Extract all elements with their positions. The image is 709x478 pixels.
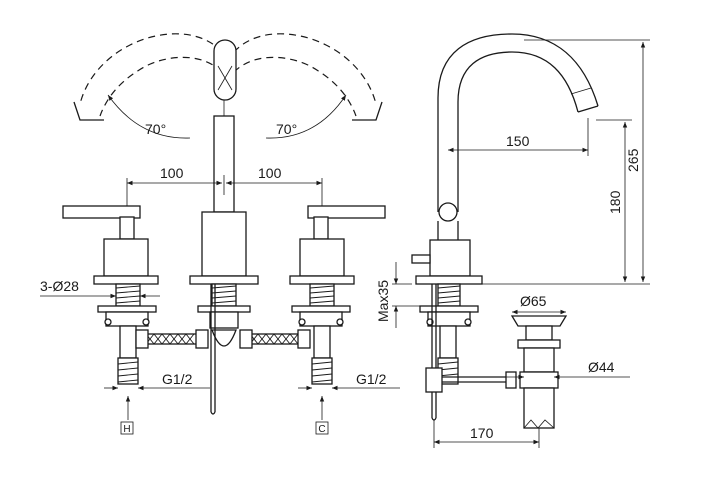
- hot-marker: H: [123, 424, 130, 435]
- hot-marker-box: [120, 421, 134, 435]
- swivel-arc-right: [233, 33, 383, 121]
- popup-rod: [425, 284, 512, 421]
- rod-length-dimension: [433, 420, 540, 448]
- height-dimensions: [482, 39, 650, 285]
- max-deck-thickness-label: Max35: [375, 280, 391, 322]
- spout-reach-label: 150: [506, 133, 530, 149]
- connecting-hose-right: [239, 329, 311, 349]
- cold-marker: C: [318, 424, 325, 435]
- side-view: 150 265 180 Max35 Ø65 Ø44: [375, 33, 650, 448]
- threaded-shank-center: [197, 283, 251, 415]
- threaded-shank-right: [291, 283, 351, 385]
- waste-body-diameter-label: Ø44: [588, 359, 615, 375]
- handle-right: [289, 205, 386, 285]
- thread-left-label: G1/2: [162, 371, 193, 387]
- connecting-hose-left: [135, 329, 209, 349]
- spout-front: [213, 39, 237, 213]
- swivel-angle-left-label: 70°: [145, 121, 166, 137]
- waste-top-diameter-label: Ø65: [520, 293, 547, 309]
- overall-height-label: 265: [625, 148, 641, 172]
- spacing-right-label: 100: [258, 165, 282, 181]
- spacing-left-label: 100: [160, 165, 184, 181]
- rod-length-label: 170: [470, 425, 494, 441]
- spout-height-label: 180: [607, 190, 623, 214]
- handle-left: [62, 205, 159, 285]
- thread-right-label: G1/2: [356, 371, 387, 387]
- swivel-arc-left: [73, 33, 223, 121]
- swivel-angle-arrows: [107, 94, 347, 139]
- reach-dimension: [448, 118, 589, 156]
- popup-waste: [505, 315, 568, 429]
- shank-side: [419, 283, 479, 385]
- front-view: 70° 70° 100 100: [40, 33, 400, 435]
- swivel-angle-right-label: 70°: [276, 121, 297, 137]
- spout-base-plate: [189, 275, 259, 285]
- spacing-dimension: [126, 175, 323, 215]
- threaded-shank-left: [97, 283, 157, 385]
- hose-nuts: [104, 318, 344, 326]
- cold-marker-box: [315, 421, 329, 435]
- spout-side: [411, 33, 599, 285]
- deck-thickness-dimension: [392, 262, 420, 328]
- hole-diameter-label: 3-Ø28: [40, 278, 79, 294]
- spout-body: [201, 211, 247, 277]
